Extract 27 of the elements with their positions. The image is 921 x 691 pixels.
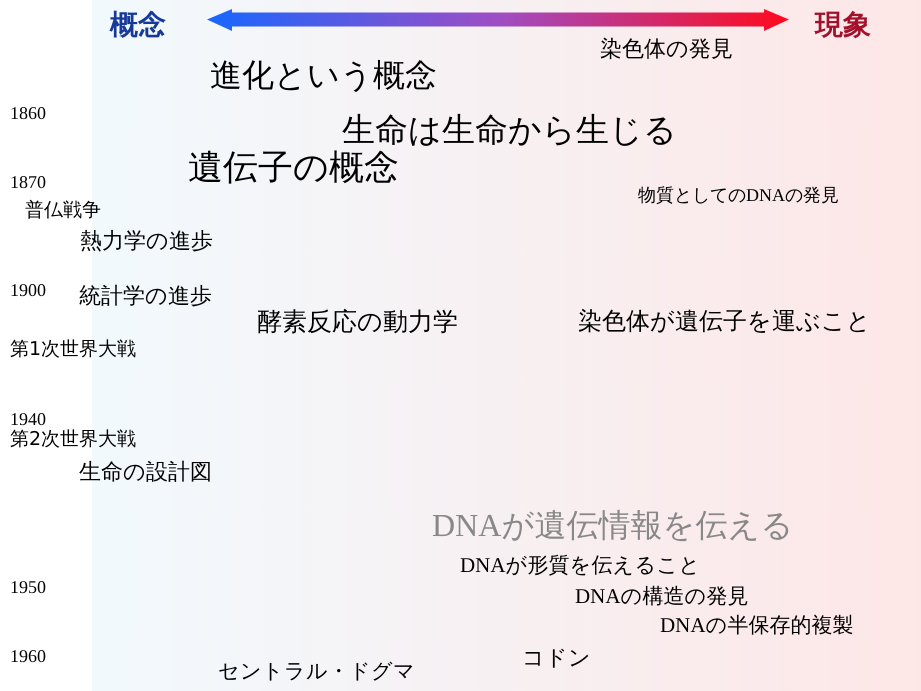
event-label: DNAの半保存的複製	[660, 612, 854, 638]
event-label: セントラル・ドグマ	[218, 658, 415, 684]
axis-end-label: 現象	[815, 8, 871, 42]
event-label: コドン	[522, 646, 591, 672]
axis-end-label: 概念	[110, 8, 166, 42]
concept-label: 進化という概念	[210, 56, 437, 94]
year-label: 1940	[10, 408, 46, 430]
event-label: 生命の設計図	[79, 460, 212, 486]
event-label: 熱力学の進歩	[80, 229, 213, 255]
year-label: 1860	[10, 102, 46, 124]
historical-event-label: 普仏戦争	[25, 200, 101, 222]
year-label: 1960	[10, 646, 46, 666]
concept-label: 遺伝子の概念	[188, 148, 399, 188]
event-label: DNAが形質を伝えること	[460, 552, 700, 578]
concept-label: 生命は生命から生じる	[342, 111, 677, 149]
event-label: 物質としてのDNAの発見	[638, 184, 839, 206]
historical-event-label: 第2次世界大戦	[10, 429, 136, 451]
event-label: 統計学の進歩	[79, 284, 212, 310]
event-label: 染色体が遺伝子を運ぶこと	[578, 308, 871, 336]
event-label: 酵素反応の動力学	[257, 308, 458, 336]
historical-event-label: 第1次世界大戦	[10, 339, 136, 361]
event-label: 染色体の発見	[600, 37, 733, 63]
concept-label: DNAが遺伝情報を伝える	[432, 506, 794, 544]
event-label: DNAの構造の発見	[575, 584, 748, 608]
year-label: 1870	[10, 172, 46, 192]
year-label: 1950	[10, 576, 46, 598]
year-label: 1900	[10, 280, 46, 300]
